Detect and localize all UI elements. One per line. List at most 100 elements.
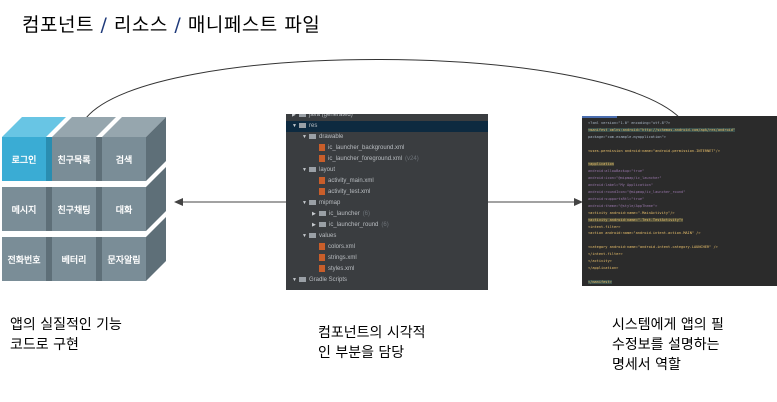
code-line-text: <application (588, 162, 614, 167)
tree-item-label: activity_test.xml (328, 189, 371, 195)
cube-side-face (146, 167, 166, 231)
arc-connector (85, 59, 681, 119)
tree-item-label: ic_launcher_foreground.xml (328, 156, 403, 162)
code-line-text: <uses-permission android:name="android.p… (588, 148, 720, 153)
cube-block-label: 친구목록 (52, 137, 96, 181)
code-line-text: <category android:name="android.intent.c… (588, 245, 718, 250)
expand-arrow-down-icon[interactable]: ▼ (302, 134, 307, 140)
code-line: <manifest xmlns:android="http://schemas.… (588, 127, 736, 133)
tree-item[interactable]: colors.xml (286, 242, 355, 253)
cube-gap-shade (96, 187, 102, 231)
folder-icon (319, 210, 326, 216)
cube-block: 로그인 (2, 117, 66, 181)
code-line: android:theme="@style/AppTheme"> (588, 203, 657, 209)
expand-arrow-down-icon[interactable]: ▼ (302, 200, 307, 206)
code-line: <?xml version="1.0" encoding="utf-8"?> (588, 120, 670, 126)
caption-line: 시스템에게 앱의 필 (612, 317, 724, 333)
title-separator: / (100, 14, 108, 36)
cube-block: 친구채팅 (52, 187, 102, 231)
tree-item[interactable]: ▶java (generated) (286, 114, 353, 121)
tree-item[interactable]: ▼res (286, 121, 488, 132)
code-line: </intent-filter> (588, 251, 623, 257)
code-line: android:roundIcon="@mipmap/ic_launcher_r… (588, 189, 685, 195)
folder-icon (309, 232, 316, 238)
caption-component: 앱의 실질적인 기능 코드로 구현 (10, 315, 122, 355)
code-line-text: android:theme="@style/AppTheme"> (588, 203, 658, 208)
code-line-text: <action android:name="android.intent.act… (588, 231, 701, 236)
code-line: </application> (588, 265, 618, 271)
tree-item[interactable]: ▼ Gradle Scripts (286, 275, 347, 286)
code-line: android:allowBackup="true" (588, 168, 644, 174)
expand-arrow-right-icon[interactable]: ▶ (312, 222, 316, 228)
code-line-text: package="com.example.myapplication"> (588, 134, 666, 139)
tree-item[interactable]: styles.xml (286, 264, 354, 275)
folder-icon (299, 114, 306, 117)
cube-gap-shade (96, 237, 102, 281)
cube-top-face (2, 117, 66, 137)
folder-icon (299, 122, 306, 128)
caption-resource: 컴포넌트의 시각적 인 부분을 담당 (318, 323, 426, 363)
tree-item[interactable]: ▼ layout (286, 165, 335, 176)
folder-icon (309, 166, 316, 172)
cube-block: 전화번호 (2, 237, 52, 281)
caption-line: 코드로 구현 (10, 337, 79, 353)
cube-top-face (52, 117, 116, 137)
cube-block: 베터리 (52, 237, 102, 281)
code-line-text: android:supportsRtl="true" (588, 196, 645, 201)
code-line: android:label="My Application" (588, 182, 653, 188)
tree-item-label: strings.xml (328, 255, 357, 261)
tree-item-label: Gradle Scripts (309, 277, 348, 283)
expand-arrow-down-icon[interactable]: ▼ (302, 167, 307, 173)
code-line: <activity android:name=".Test.TestActivi… (588, 217, 684, 223)
cube-gap-shade (46, 187, 52, 231)
tree-item[interactable]: activity_main.xml (286, 176, 374, 187)
expand-arrow-down-icon[interactable]: ▼ (302, 233, 307, 239)
code-line: android:supportsRtl="true" (588, 196, 644, 202)
title-resources: 리소스 (113, 14, 168, 36)
cube-block: 친구목록 (52, 117, 116, 181)
expand-arrow-down-icon[interactable]: ▼ (292, 277, 297, 283)
tree-item-label: values (319, 233, 337, 239)
code-line-text: <activity android:name=".Test.TestActivi… (588, 217, 684, 222)
code-line-text: </application> (588, 265, 619, 270)
tree-item-label: layout (319, 167, 336, 173)
cube-block-label: 베터리 (52, 237, 96, 281)
tree-item[interactable]: ▼ values (286, 231, 336, 242)
tree-item[interactable]: ▼drawable (286, 132, 343, 143)
code-line: </activity> (588, 258, 612, 264)
tree-item-label: ic_launcher_round (329, 222, 379, 228)
xml-file-icon (319, 143, 325, 151)
tree-item[interactable]: ic_launcher_background.xml (286, 143, 404, 154)
caption-manifest: 시스템에게 앱의 필 수정보를 설명하는 명세서 역할 (612, 315, 724, 375)
tree-item[interactable]: ic_launcher_foreground.xml(v24) (286, 154, 419, 165)
caption-line: 인 부분을 담당 (318, 345, 405, 361)
title-manifest: 매니페스트 파일 (187, 14, 321, 36)
code-line-text: <?xml version="1.0" encoding="utf-8"?> (588, 121, 671, 125)
code-line: <uses-permission android:name="android.p… (588, 148, 720, 154)
tree-item-suffix: (6) (381, 222, 389, 228)
code-line-text: </manifest> (588, 279, 612, 284)
tree-item[interactable]: ▼mipmap (286, 198, 340, 209)
cube-block-label: 대화 (102, 187, 146, 231)
cube-side-face (146, 217, 166, 281)
caption-line: 앱의 실질적인 기능 (10, 317, 122, 333)
tree-item-label: activity_main.xml (328, 178, 374, 184)
tree-item[interactable]: strings.xml (286, 253, 357, 264)
folder-icon (299, 276, 306, 282)
code-line: </manifest> (588, 279, 612, 285)
expand-arrow-right-icon[interactable]: ▶ (292, 114, 296, 118)
xml-file-icon (319, 253, 325, 261)
expand-arrow-down-icon[interactable]: ▼ (292, 123, 297, 129)
tree-item-label: ic_launcher_background.xml (328, 145, 405, 151)
cube-block-label: 로그인 (2, 137, 46, 181)
expand-arrow-right-icon[interactable]: ▶ (312, 211, 316, 217)
tree-item[interactable]: ▶ ic_launcher_round(6) (286, 220, 389, 231)
code-line-text: </activity> (588, 259, 612, 263)
tree-item[interactable]: ▶ic_launcher(6) (286, 209, 370, 220)
tree-item[interactable]: activity_test.xml (286, 187, 370, 198)
tree-item-label: styles.xml (328, 266, 355, 272)
xml-file-icon (319, 176, 325, 184)
cube-block: 검색 (102, 117, 166, 181)
code-line-text: android:allowBackup="true" (588, 169, 645, 174)
